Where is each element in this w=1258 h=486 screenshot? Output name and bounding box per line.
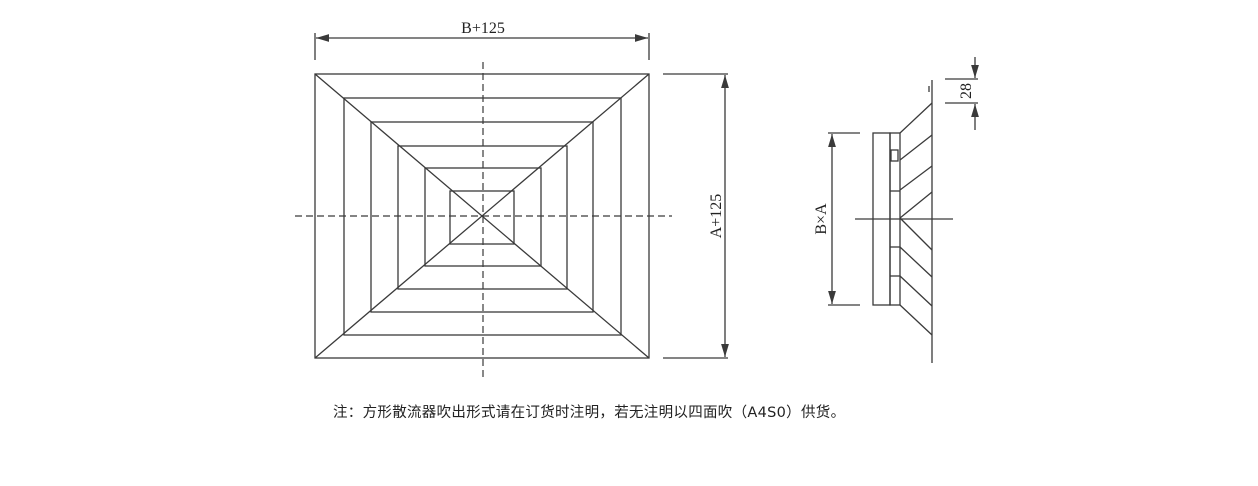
top-dimension-label: B+125	[461, 20, 505, 37]
right-dimension-label: A+125	[708, 194, 725, 239]
depth-dimension: 28	[945, 57, 979, 130]
side-view: B×A 28	[813, 57, 979, 363]
depth-dimension-label: 28	[958, 83, 975, 99]
side-dimension-label: B×A	[813, 203, 830, 235]
front-view: B+125 A+125	[295, 20, 729, 380]
right-dimension: A+125	[663, 73, 729, 359]
vanes	[899, 102, 933, 336]
center-lines	[295, 62, 672, 380]
top-dimension: B+125	[314, 20, 650, 60]
outer-edge	[928, 80, 933, 363]
side-dimension: B×A	[813, 132, 860, 306]
order-note: 注：方形散流器吹出形式请在订货时注明，若无注明以四面吹（A4S0）供货。	[333, 405, 846, 421]
